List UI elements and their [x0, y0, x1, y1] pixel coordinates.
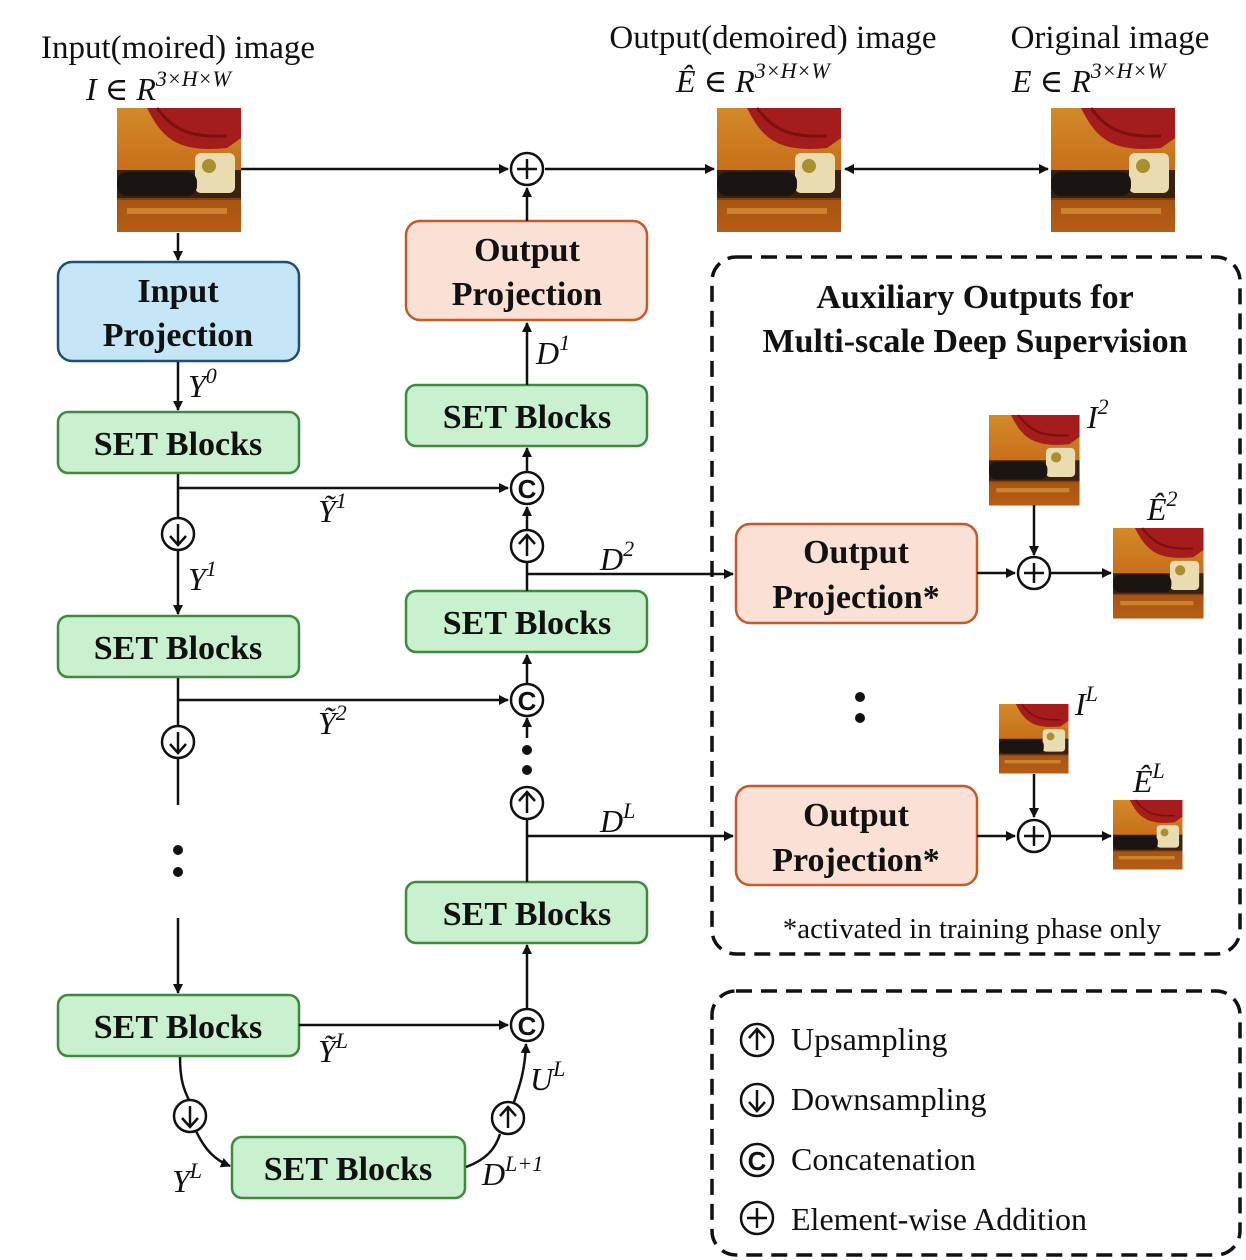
d1-label: D1 [535, 330, 570, 371]
iL-label: IL [1074, 681, 1098, 722]
output-projection-label-1: Output [474, 232, 580, 269]
top-addition-op [509, 151, 545, 187]
encoder-set-blocks-L: SET Blocks [56, 993, 301, 1058]
set-blocks-label: SET Blocks [264, 1151, 433, 1188]
aux-output-image-L [1112, 799, 1184, 871]
ytilde2-label: Ỹ2 [318, 700, 347, 741]
encoder-set-blocks-1: SET Blocks [56, 410, 301, 475]
aux-output-image-2 [1111, 526, 1205, 620]
decoder-set-blocks-L: SET Blocks [404, 880, 649, 945]
upsample-op-L [509, 785, 545, 821]
decoder-set-blocks-2: SET Blocks [404, 589, 649, 654]
downsample-op-L [172, 1098, 208, 1134]
aux-ellipsis [855, 692, 865, 723]
legend-concatenation-label: Concatenation [791, 1141, 976, 1177]
concat-op-2: C [509, 682, 545, 718]
input-moired-image [115, 106, 243, 234]
ytilde1-label: Ỹ1 [318, 488, 347, 529]
input-image-title: Input(moired) image I ∈ R3×H×W [41, 30, 315, 107]
original-image-title: Original image E ∈ R3×H×W [1011, 20, 1210, 99]
dL-label: DL [599, 798, 635, 839]
input-image-domain: I ∈ R3×H×W [85, 66, 232, 107]
upsample-op-2 [509, 528, 545, 564]
aux-input-image-2 [987, 413, 1081, 507]
aux-projection-label-1: Output [803, 534, 909, 571]
downsample-op-1 [160, 516, 196, 552]
aux-projection-label-2: Projection* [772, 842, 939, 879]
original-image-domain: E ∈ R3×H×W [1011, 58, 1167, 99]
aux-output-projection-2: Output Projection* [734, 522, 979, 625]
aux-projection-label-1: Output [803, 797, 909, 834]
upsample-op-bottom [490, 1100, 526, 1136]
original-image-label: Original image [1011, 20, 1210, 56]
output-image-title: Output(demoired) image Ê ∈ R3×H×W [609, 20, 936, 99]
uL-label: UL [530, 1056, 565, 1097]
d2-label: D2 [599, 536, 634, 577]
encoder-ellipsis [173, 845, 183, 877]
aux-addition-op-2 [1016, 555, 1052, 591]
auxiliary-panel: Auxiliary Outputs for Multi-scale Deep S… [710, 255, 1242, 956]
decoder-set-blocks-1: SET Blocks [404, 383, 649, 448]
output-image-domain: Ê ∈ R3×H×W [675, 58, 831, 99]
yL-arrow [194, 1130, 231, 1168]
output-demoired-image [715, 106, 843, 234]
set-blocks-label: SET Blocks [94, 1009, 263, 1046]
ytildeL-label: ỸL [318, 1028, 348, 1069]
concat-glyph: C [518, 1011, 537, 1041]
set-blocks-label: SET Blocks [94, 630, 263, 667]
decoder-ellipsis [522, 745, 532, 775]
bottleneck-set-blocks: SET Blocks [230, 1135, 467, 1200]
output-projection-box: Output Projection [404, 219, 649, 322]
concat-op-1: C [509, 470, 545, 506]
set-blocks-label: SET Blocks [443, 399, 612, 436]
concat-op-L: C [509, 1007, 545, 1043]
yL-label: YL [172, 1158, 202, 1199]
concat-glyph: C [518, 474, 537, 504]
legend-upsample-icon [739, 1022, 775, 1058]
input-projection-box: Input Projection [56, 260, 301, 363]
set-blocks-label: SET Blocks [443, 896, 612, 933]
input-image-label: Input(moired) image [41, 30, 315, 66]
legend-upsampling-label: Upsampling [791, 1021, 947, 1057]
aux-projection-label-2: Projection* [772, 579, 939, 616]
legend-addition-label: Element-wise Addition [791, 1201, 1087, 1237]
aux-addition-op-L [1016, 818, 1052, 854]
ehat2-label: Ê2 [1146, 486, 1178, 527]
legend-panel: Upsampling Downsampling C Concatenation … [710, 989, 1242, 1257]
ehatL-label: ÊL [1132, 758, 1165, 799]
dL1-label: DL+1 [481, 1151, 543, 1192]
aux-title-line-2: Multi-scale Deep Supervision [763, 323, 1188, 360]
legend-downsample-icon [739, 1082, 775, 1118]
output-projection-label-2: Projection [452, 276, 603, 313]
encoder-set-blocks-2: SET Blocks [56, 614, 301, 679]
i2-label: I2 [1086, 394, 1109, 435]
y1-label: Y1 [188, 556, 217, 597]
set-blocks-label: SET Blocks [443, 605, 612, 642]
downsample-op-2 [160, 724, 196, 760]
concat-glyph: C [518, 686, 537, 716]
aux-input-image-L [998, 703, 1070, 775]
enc-curve-1 [178, 1056, 191, 1101]
legend-downsampling-label: Downsampling [791, 1081, 987, 1117]
uL-arrow [512, 1043, 531, 1103]
aux-title-line-1: Auxiliary Outputs for [816, 279, 1133, 316]
output-image-label: Output(demoired) image [609, 20, 936, 56]
dL1-curve [465, 1133, 502, 1169]
aux-output-projection-L: Output Projection* [734, 784, 979, 887]
set-blocks-label: SET Blocks [94, 426, 263, 463]
input-projection-label-2: Projection [103, 317, 254, 354]
training-note: *activated in training phase only [783, 913, 1162, 945]
legend-addition-icon [739, 1200, 775, 1236]
concat-glyph: C [748, 1146, 767, 1176]
y0-label: Y0 [188, 363, 217, 404]
original-image [1049, 106, 1177, 234]
input-projection-label-1: Input [137, 273, 219, 310]
legend-concat-icon: C [739, 1142, 775, 1178]
